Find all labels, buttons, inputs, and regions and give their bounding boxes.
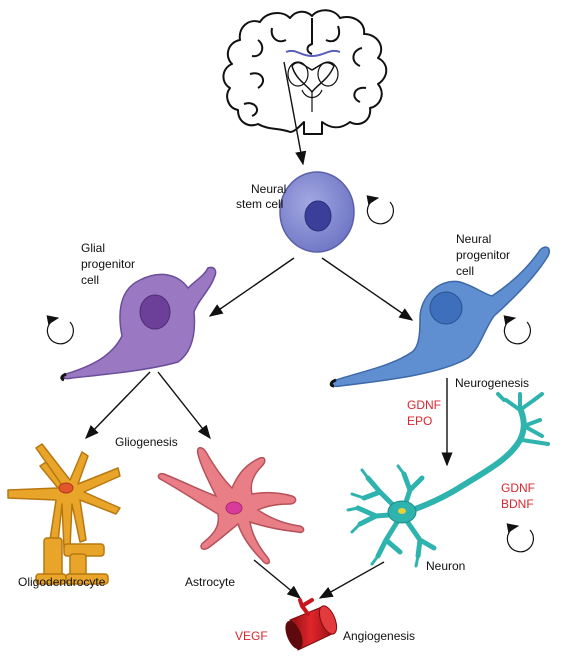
- label-neural-progenitor-3: cell: [456, 264, 474, 278]
- blood-vessel: [285, 598, 338, 651]
- label-neural-stem-cell-1: Neural: [251, 182, 286, 196]
- label-neural-progenitor-2: progenitor: [456, 248, 510, 262]
- self-renewal-icons: [46, 195, 534, 553]
- arrow-glial-to-astro: [157, 371, 211, 440]
- label-neural-progenitor-1: Neural: [456, 232, 491, 246]
- factor-vegf: VEGF: [235, 629, 268, 643]
- neural-progenitor-cell: [329, 246, 551, 388]
- label-oligodendrocyte: Oligodendrocyte: [18, 575, 106, 589]
- factor-gdnf-2: GDNF: [501, 481, 535, 495]
- astrocyte: [157, 447, 305, 565]
- label-glial-progenitor-3: cell: [81, 273, 99, 287]
- brain-section: [222, 9, 388, 135]
- label-neurogenesis: Neurogenesis: [455, 376, 529, 390]
- self-renewal-icon-neuron: [506, 523, 534, 553]
- glial-progenitor-cell: [60, 266, 217, 382]
- factor-bdnf: BDNF: [501, 497, 534, 511]
- arrow-brain-to-stem: [283, 61, 307, 166]
- self-renewal-icon-neural: [503, 315, 531, 345]
- arrow-glial-to-oligo: [85, 371, 151, 440]
- oligodendrocyte: [7, 443, 121, 585]
- label-astrocyte: Astrocyte: [185, 575, 235, 589]
- label-neural-stem-cell-2: stem cell: [236, 197, 283, 211]
- neuron: [346, 392, 550, 568]
- label-glial-progenitor-1: Glial: [81, 241, 105, 255]
- neural-stem-cell: [279, 171, 355, 253]
- arrow-astro-to-vessel: [253, 559, 302, 599]
- arrow-neuron-to-vessel: [318, 561, 385, 599]
- label-neuron: Neuron: [426, 559, 465, 573]
- self-renewal-icon-glial: [46, 315, 74, 345]
- label-gliogenesis: Gliogenesis: [115, 435, 178, 449]
- text-labels: Neural stem cell Glial progenitor cell N…: [18, 182, 535, 643]
- label-angiogenesis: Angiogenesis: [343, 629, 415, 643]
- factor-gdnf-1: GDNF: [407, 398, 441, 412]
- label-glial-progenitor-2: progenitor: [81, 257, 135, 271]
- arrow-stem-to-neural: [321, 257, 414, 321]
- factor-epo: EPO: [407, 414, 432, 428]
- arrows: [85, 61, 453, 599]
- arrow-stem-to-glial: [208, 257, 295, 317]
- self-renewal-icon-stem: [366, 195, 394, 225]
